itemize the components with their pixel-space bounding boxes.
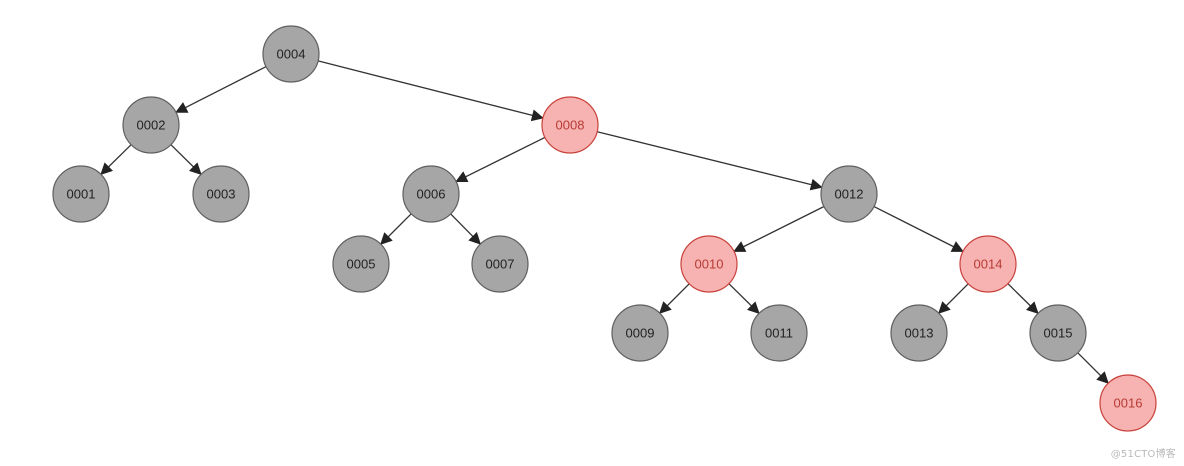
node-label: 0001	[67, 186, 96, 201]
black-node-circle	[122, 96, 180, 154]
black-node-circle	[611, 304, 669, 362]
edge-0014-to-0013	[938, 283, 969, 314]
node-label: 0006	[417, 186, 446, 201]
node-label: 0012	[835, 186, 864, 201]
node-label: 0008	[556, 117, 585, 132]
tree-node-0003: 0003	[192, 165, 250, 223]
edge-0008-to-0006	[455, 136, 546, 183]
node-label: 0016	[1114, 395, 1143, 410]
edge-0012-to-0014	[873, 206, 964, 252]
black-node-circle	[750, 304, 808, 362]
node-label: 0013	[905, 325, 934, 340]
black-node-circle	[890, 304, 948, 362]
edge-0008-to-0012	[597, 131, 823, 191]
tree-node-0001: 0001	[52, 165, 110, 223]
edge-0010-to-0011	[728, 283, 760, 315]
edge-0004-to-0008	[317, 60, 544, 122]
black-node-circle	[262, 25, 320, 83]
node-label: 0015	[1044, 325, 1073, 340]
watermark: @51CTO博客	[1110, 449, 1176, 460]
tree-node-0010: 0010	[680, 235, 738, 293]
edge-0010-to-0009	[659, 283, 690, 314]
red-node-circle	[1099, 374, 1157, 432]
black-node-circle	[402, 165, 460, 223]
black-node-circle	[1029, 304, 1087, 362]
red-node-circle	[680, 235, 738, 293]
node-label: 0010	[695, 256, 724, 271]
tree-node-0009: 0009	[611, 304, 669, 362]
tree-node-0005: 0005	[332, 235, 390, 293]
black-node-circle	[820, 165, 878, 223]
edge-0004-to-0002	[175, 66, 267, 113]
tree-node-0008: 0008	[541, 96, 599, 154]
node-label: 0002	[137, 117, 166, 132]
tree-node-0011: 0011	[750, 304, 808, 362]
tree-node-0004: 0004	[262, 25, 320, 83]
tree-node-0016: 0016	[1099, 374, 1157, 432]
tree-node-0015: 0015	[1029, 304, 1087, 362]
node-label: 0003	[207, 186, 236, 201]
node-label: 0007	[486, 256, 515, 271]
node-label: 0009	[626, 325, 655, 340]
edge-0002-to-0003	[170, 144, 202, 176]
black-node-circle	[332, 235, 390, 293]
tree-node-0006: 0006	[402, 165, 460, 223]
node-label: 0014	[974, 256, 1003, 271]
black-node-circle	[192, 165, 250, 223]
red-node-circle	[959, 235, 1017, 293]
black-node-circle	[52, 165, 110, 223]
edge-0006-to-0005	[380, 213, 412, 245]
nodes-layer: 0004 0002 0008 0001 0003 0006 0012 0005 0007 0010…	[52, 25, 1157, 432]
tree-node-0014: 0014	[959, 235, 1017, 293]
tree-node-0012: 0012	[820, 165, 878, 223]
tree-node-0013: 0013	[890, 304, 948, 362]
node-label: 0004	[277, 46, 306, 61]
tree-node-0007: 0007	[471, 235, 529, 293]
edges-layer	[100, 60, 1109, 384]
black-node-circle	[471, 235, 529, 293]
edge-0012-to-0010	[733, 205, 825, 252]
edge-0014-to-0015	[1007, 283, 1039, 315]
edge-0015-to-0016	[1077, 352, 1109, 384]
tree-node-0002: 0002	[122, 96, 180, 154]
node-label: 0011	[765, 325, 793, 340]
edge-0002-to-0001	[100, 144, 132, 176]
red-node-circle	[541, 96, 599, 154]
edge-0006-to-0007	[450, 213, 482, 245]
node-label: 0005	[347, 256, 376, 271]
